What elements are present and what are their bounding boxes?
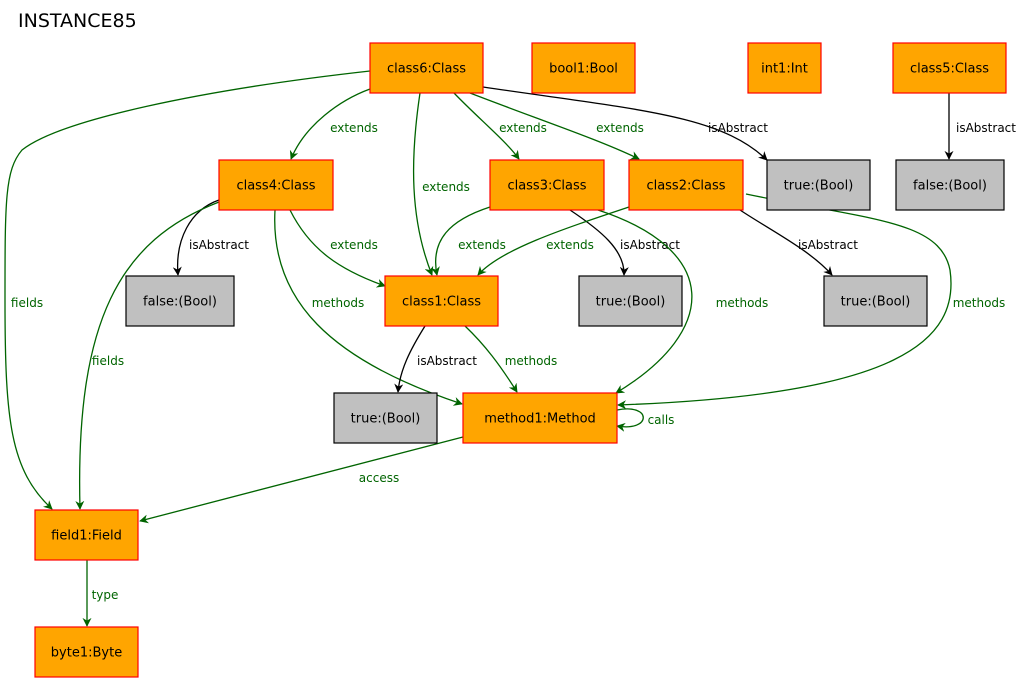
edge-label-extends: extends: [422, 180, 470, 194]
node-true_b: true:(Bool): [578, 275, 683, 327]
node-label-true_d: true:(Bool): [351, 412, 421, 427]
edge-label-methods: methods: [953, 296, 1006, 310]
node-box-class2: [628, 159, 744, 211]
node-class1: class1:Class: [384, 275, 499, 327]
edge-class2-extends-class1: [477, 206, 630, 276]
edge-class3-extends-class1: [431, 206, 491, 276]
node-label-class1: class1:Class: [402, 295, 481, 310]
node-box-true_d: [333, 392, 438, 444]
edge-class3-methods-method1: [597, 209, 693, 394]
edge-class6-extends-class4: [289, 88, 371, 160]
node-label-class6: class6:Class: [387, 62, 466, 77]
diagram-title: INSTANCE85: [18, 10, 137, 32]
node-label-int1: int1:Int: [761, 62, 808, 77]
node-box-class4: [218, 159, 334, 211]
node-box-class1: [384, 275, 499, 327]
edge-class6-fields-field1: [4, 70, 371, 510]
node-false_b: false:(Bool): [125, 275, 235, 327]
edge-method1-calls-method1: [616, 408, 644, 432]
edge-class1-isAbstract-true_d: [394, 325, 426, 393]
node-label-bool1: bool1:Bool: [549, 62, 618, 77]
node-box-byte1: [34, 626, 139, 678]
edge-label-methods: methods: [312, 296, 365, 310]
edge-class2-methods-method1: [617, 193, 952, 410]
node-int1: int1:Int: [747, 42, 822, 94]
node-box-true_a: [766, 159, 871, 211]
edge-label-isAbstract: isAbstract: [417, 354, 477, 368]
edge-label-fields: fields: [92, 354, 124, 368]
node-label-class5: class5:Class: [910, 62, 989, 77]
node-method1: method1:Method: [462, 392, 618, 444]
node-true_d: true:(Bool): [333, 392, 438, 444]
node-box-false_b: [125, 275, 235, 327]
node-class5: class5:Class: [892, 42, 1007, 94]
node-label-true_a: true:(Bool): [784, 179, 854, 194]
edge-label-isAbstract: isAbstract: [708, 121, 768, 135]
node-class2: class2:Class: [628, 159, 744, 211]
edge-class4-isAbstract-false_b: [172, 199, 220, 276]
edge-label-methods: methods: [505, 354, 558, 368]
node-box-bool1: [531, 42, 636, 94]
edges-layer: extends extends extends extends isAbstract fi…: [4, 70, 1016, 627]
node-box-true_b: [578, 275, 683, 327]
edge-class6-isAbstract-true_a: [482, 86, 768, 161]
node-label-false_b: false:(Bool): [143, 295, 217, 310]
node-label-class2: class2:Class: [646, 179, 725, 194]
node-box-int1: [747, 42, 822, 94]
edge-class1-methods-method1: [464, 325, 518, 393]
edge-class4-extends-class1: [289, 209, 386, 288]
edge-class4-methods-method1: [274, 209, 463, 406]
node-label-field1: field1:Field: [51, 529, 122, 544]
edge-class6-extends-class1: [412, 92, 434, 276]
edge-class6-extends-class3: [453, 92, 520, 160]
edge-label-access: access: [359, 471, 399, 485]
edge-class6-extends-class2: [469, 92, 640, 160]
node-box-method1: [462, 392, 618, 444]
edge-label-isAbstract: isAbstract: [189, 238, 249, 252]
node-box-false_a: [895, 159, 1005, 211]
node-label-byte1: byte1:Byte: [51, 646, 122, 661]
node-field1: field1:Field: [34, 509, 139, 561]
edge-label-extends: extends: [499, 121, 547, 135]
node-true_c: true:(Bool): [823, 275, 928, 327]
edge-class3-isAbstract-true_b: [569, 209, 629, 276]
edge-label-extends: extends: [330, 238, 378, 252]
node-true_a: true:(Bool): [766, 159, 871, 211]
edge-label-extends: extends: [546, 238, 594, 252]
node-box-class3: [489, 159, 605, 211]
node-label-method1: method1:Method: [484, 412, 596, 427]
node-class4: class4:Class: [218, 159, 334, 211]
node-label-true_b: true:(Bool): [596, 295, 666, 310]
node-box-true_c: [823, 275, 928, 327]
node-box-class5: [892, 42, 1007, 94]
node-byte1: byte1:Byte: [34, 626, 139, 678]
node-label-false_a: false:(Bool): [913, 179, 987, 194]
edge-label-extends: extends: [330, 121, 378, 135]
edge-label-extends: extends: [596, 121, 644, 135]
edge-label-fields: fields: [11, 296, 43, 310]
edge-label-isAbstract: isAbstract: [956, 121, 1016, 135]
edge-label-type: type: [92, 588, 119, 602]
edge-class4-fields-field1: [75, 201, 220, 510]
node-label-class4: class4:Class: [236, 179, 315, 194]
node-false_a: false:(Bool): [895, 159, 1005, 211]
edge-label-methods: methods: [716, 296, 769, 310]
nodes-layer: class6:Class bool1:Bool int1:Int class5:Cla…: [34, 42, 1007, 678]
edge-label-extends: extends: [458, 238, 506, 252]
node-label-true_c: true:(Bool): [841, 295, 911, 310]
edge-label-calls: calls: [648, 413, 675, 427]
edge-label-isAbstract: isAbstract: [798, 238, 858, 252]
node-class3: class3:Class: [489, 159, 605, 211]
node-label-class3: class3:Class: [507, 179, 586, 194]
node-box-field1: [34, 509, 139, 561]
node-class6: class6:Class: [369, 42, 484, 94]
edge-class2-isAbstract-true_c: [739, 209, 833, 276]
edge-label-isAbstract: isAbstract: [620, 238, 680, 252]
node-box-class6: [369, 42, 484, 94]
node-bool1: bool1:Bool: [531, 42, 636, 94]
edge-method1-access-field1: [139, 436, 464, 524]
